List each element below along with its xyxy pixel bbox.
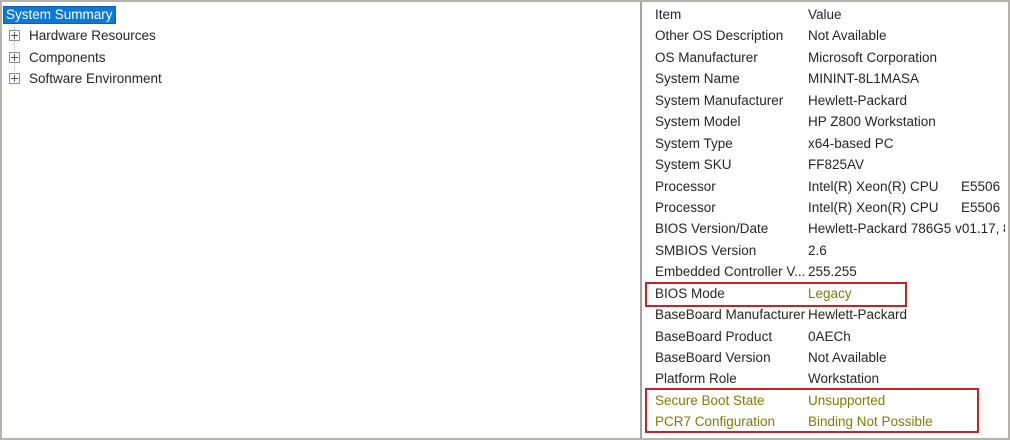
table-row[interactable]: System Manufacturer Hewlett-Packard — [646, 90, 1005, 111]
table-row[interactable]: Processor Intel(R) Xeon(R) CPU E5506 — [646, 176, 1005, 197]
item-cell: System Manufacturer — [655, 92, 784, 108]
tree-item-system-summary[interactable]: System Summary — [2, 4, 636, 25]
tree-connector-line — [14, 23, 15, 80]
table-row[interactable]: SMBIOS Version 2.6 — [646, 240, 1005, 261]
value-cell: MININT-8L1MASA — [808, 71, 920, 87]
value-cell: Hewlett-Packard — [808, 307, 908, 323]
table-row[interactable]: OS Manufacturer Microsoft Corporation — [646, 47, 1005, 68]
value-cell: Not Available — [808, 350, 887, 365]
table-row[interactable]: BaseBoard Version Not Available — [646, 347, 1005, 368]
value-cell: 0AECh — [808, 328, 851, 344]
item-cell: BIOS Mode — [655, 285, 725, 301]
tree-item-components[interactable]: Components — [2, 47, 636, 68]
table-row[interactable]: Secure Boot State Unsupported — [646, 390, 1005, 411]
tree-item-label: System Summary — [3, 6, 116, 24]
value-cell: Binding Not Possible — [808, 414, 933, 430]
value-cell: Hewlett-Packard 786G5 v01.17, 8/ — [808, 221, 1005, 237]
table-row[interactable]: System SKU FF825AV — [646, 154, 1005, 175]
item-cell: BaseBoard Product — [655, 328, 773, 344]
item-cell: Secure Boot State — [655, 392, 765, 408]
value-cell: 2.6 — [808, 242, 827, 258]
table-row[interactable]: System Model HP Z800 Workstation — [646, 111, 1005, 132]
item-cell: System Model — [655, 114, 741, 130]
value-cell: x64-based PC — [808, 135, 894, 151]
value-cell: Intel(R) Xeon(R) CPU E5506 — [808, 178, 1001, 194]
value-cell: Workstation — [808, 371, 880, 387]
item-cell: Other OS Description — [655, 28, 784, 44]
item-cell: PCR7 Configuration — [655, 414, 776, 430]
value-cell: Unsupported — [808, 392, 886, 408]
item-cell: Platform Role — [655, 371, 737, 387]
table-row[interactable]: Embedded Controller V...255.255 — [646, 261, 1005, 282]
table-row[interactable]: System Name MININT-8L1MASA — [646, 68, 1005, 89]
item-cell: System SKU — [655, 157, 732, 173]
tree-item-label: Software Environment — [29, 70, 162, 86]
table-row[interactable]: PCR7 Configuration Binding Not Possible — [646, 411, 1005, 432]
table-row[interactable]: Processor Intel(R) Xeon(R) CPU E5506 — [646, 197, 1005, 218]
tree-item-hardware-resources[interactable]: Hardware Resources — [2, 25, 636, 46]
expand-plus-icon[interactable] — [9, 30, 20, 42]
item-cell: Processor — [655, 199, 716, 215]
item-cell: SMBIOS Version — [655, 242, 757, 258]
column-header-item[interactable]: Item — [655, 7, 682, 22]
item-cell: Processor — [655, 178, 716, 194]
value-cell: Not Available — [808, 28, 887, 44]
table-row[interactable]: Other OS Description Not Available — [646, 25, 1005, 46]
table-row[interactable]: Platform Role Workstation — [646, 368, 1005, 389]
value-cell: Hewlett-Packard — [808, 92, 908, 108]
value-cell: Intel(R) Xeon(R) CPU E5506 — [808, 199, 1001, 215]
table-row[interactable]: BIOS Mode Legacy — [646, 283, 1005, 304]
value-cell: Legacy — [808, 285, 852, 301]
column-header-value[interactable]: Value — [808, 7, 842, 22]
value-cell: FF825AV — [808, 157, 865, 173]
table-row[interactable]: BIOS Version/Date Hewlett-Packard 786G5 v… — [646, 218, 1005, 239]
tree-item-label: Hardware Resources — [29, 28, 156, 44]
list-header-row: Item Value — [646, 4, 1005, 25]
item-cell: BaseBoard Version — [655, 350, 771, 365]
expand-plus-icon[interactable] — [9, 51, 20, 63]
tree-item-label: Components — [29, 49, 106, 65]
item-cell: System Type — [655, 135, 733, 151]
expand-plus-icon[interactable] — [9, 72, 20, 84]
panel-splitter[interactable] — [640, 2, 642, 438]
table-row[interactable]: System Type x64-based PC — [646, 133, 1005, 154]
item-cell: OS Manufacturer — [655, 49, 758, 65]
table-row[interactable]: BaseBoard Product 0AECh — [646, 326, 1005, 347]
item-cell: Embedded Controller V... — [655, 264, 806, 280]
item-cell: BaseBoard Manufacturer — [655, 307, 806, 323]
value-cell: Microsoft Corporation — [808, 49, 938, 65]
value-cell: 255.255 — [808, 264, 857, 280]
item-cell: BIOS Version/Date — [655, 221, 769, 237]
item-cell: System Name — [655, 71, 740, 87]
value-cell: HP Z800 Workstation — [808, 114, 936, 130]
tree-item-software-environment[interactable]: Software Environment — [2, 68, 636, 89]
